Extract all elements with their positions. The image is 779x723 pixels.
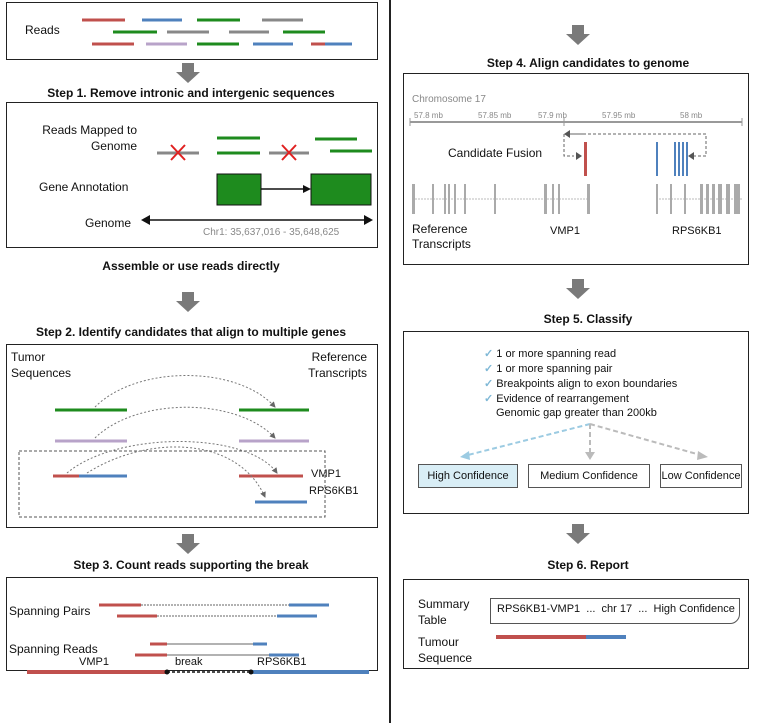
step4-title: Step 4. Align candidates to genome [486, 56, 690, 70]
assemble-label: Assemble or use reads directly [102, 259, 280, 273]
tumour-sequence-line [496, 635, 626, 639]
step3-graphics [27, 603, 369, 675]
spanning-pairs-label: Spanning Pairs [9, 604, 91, 618]
vmp1-label: VMP1 [311, 468, 341, 480]
reads-lines [82, 18, 352, 46]
vmp1-label: VMP1 [79, 656, 109, 668]
gap-criterion: Genomic gap greater than 200kb [496, 407, 657, 419]
rps6kb1-label: RPS6KB1 [672, 225, 722, 237]
step4-panel: Chromosome 17 57.8 mb 57.85 mb 57.9 mb 5… [403, 73, 749, 265]
summary-table-label: Summary Table [418, 597, 470, 627]
cross-icon [170, 144, 297, 161]
low-confidence-box: Low Confidence [660, 464, 742, 488]
step3-panel: Spanning Pairs Spanning Reads VMP1 break… [6, 577, 378, 675]
down-arrow-icon [566, 25, 590, 45]
break-label: break [175, 656, 203, 668]
tick-label: 58 mb [680, 111, 703, 120]
step5-panel: ✓ 1 or more spanning read ✓ 1 or more sp… [403, 331, 749, 514]
step2-title: Step 2. Identify candidates that align t… [35, 325, 347, 339]
vmp1-label: VMP1 [550, 225, 580, 237]
spanning-reads-label: Spanning Reads [9, 642, 98, 656]
exon-box [216, 173, 262, 206]
medium-confidence-box: Medium Confidence [528, 464, 650, 488]
high-confidence-box: High Confidence [418, 464, 518, 488]
reads-panel: Reads [6, 2, 378, 60]
chromosome-label: Chromosome 17 [412, 94, 486, 105]
column-divider [389, 0, 391, 723]
down-arrow-icon [176, 292, 200, 312]
tick-label: 57.8 mb [414, 111, 443, 120]
genome-coords: Chr1: 35,637,016 - 35,648,625 [203, 227, 340, 238]
reference-transcripts-label: Reference Transcripts [412, 222, 471, 251]
check-icon: ✓ [484, 378, 494, 390]
tick-label: 57.85 mb [478, 111, 512, 120]
rps6kb1-label: RPS6KB1 [257, 656, 307, 668]
step5-title: Step 5. Classify [543, 312, 633, 326]
criterion: ✓ Breakpoints align to exon boundaries [484, 378, 678, 390]
summary-box: RPS6KB1-VMP1 ... chr 17 ... High Confide… [490, 598, 740, 624]
step2-graphics [18, 375, 326, 518]
down-arrow-icon [566, 279, 590, 299]
down-arrow-icon [176, 63, 200, 83]
step3-title: Step 3. Count reads supporting the break [73, 558, 309, 572]
reads-mapped-label: Reads Mapped to Genome [42, 123, 137, 153]
criterion: ✓ Evidence of rearrangement [484, 393, 629, 405]
step6-title: Step 6. Report [547, 558, 629, 572]
check-icon: ✓ [484, 348, 494, 360]
down-arrow-icon [176, 534, 200, 554]
gene-annotation-label: Gene Annotation [39, 180, 129, 194]
step1-panel: Reads Mapped to Genome Gene Annotation G… [6, 102, 378, 248]
step4-graphics [409, 118, 743, 214]
step6-panel: Summary Table Tumour Sequence RPS6KB1-VM… [403, 579, 749, 669]
tumor-sequences-label: Tumor Sequences [11, 350, 72, 380]
step2-panel: Tumor Sequences Reference Transcripts VM… [6, 344, 378, 528]
step1-title: Step 1. Remove intronic and intergenic s… [47, 86, 335, 100]
criterion: ✓ 1 or more spanning read [484, 348, 617, 360]
transcript-track [412, 184, 742, 214]
genome-label: Genome [85, 216, 132, 230]
tick-label: 57.95 mb [602, 111, 636, 120]
candidate-fusion-label: Candidate Fusion [448, 146, 543, 160]
check-icon: ✓ [484, 393, 494, 405]
tick-label: 57.9 mb [538, 111, 567, 120]
exon-box [310, 173, 372, 206]
reference-transcripts-label: Reference Transcripts [308, 350, 367, 380]
rps6kb1-label: RPS6KB1 [309, 485, 359, 497]
down-arrow-icon [566, 524, 590, 544]
tumour-sequence-label: Tumour Sequence [418, 635, 473, 665]
step1-graphics [141, 136, 373, 225]
reads-label: Reads [25, 23, 60, 37]
check-icon: ✓ [484, 363, 494, 375]
criterion: ✓ 1 or more spanning pair [484, 363, 613, 375]
step5-arrows [460, 423, 708, 460]
summary-text: RPS6KB1-VMP1 ... chr 17 ... High Confide… [497, 603, 735, 615]
